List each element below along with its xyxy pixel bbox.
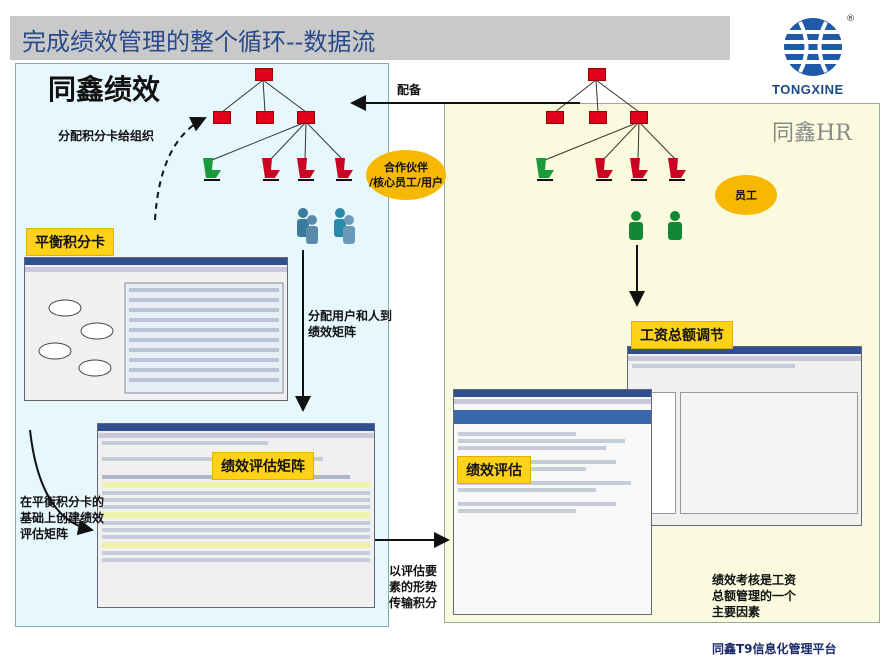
bsc-label: 平衡积分卡 xyxy=(26,228,114,256)
registered-mark: ® xyxy=(846,14,855,24)
org-node xyxy=(589,111,607,124)
chair-icon xyxy=(203,158,221,181)
partner-bubble: 合作伙伴 /核心员工/用户 xyxy=(366,150,446,200)
evaluation-label: 绩效评估 xyxy=(457,456,531,484)
title-bar xyxy=(10,16,730,60)
assign-users-note: 分配用户和人到 绩效矩阵 xyxy=(308,309,393,339)
bsc-screenshot-image xyxy=(24,257,288,401)
logo-text: TONGXINE xyxy=(772,82,844,97)
tongxine-logo-icon xyxy=(782,16,844,78)
org-node xyxy=(546,111,564,124)
org-node xyxy=(213,111,231,124)
salary-screenshot-image xyxy=(627,346,862,526)
org-node xyxy=(297,111,315,124)
evaluation-screenshot-image xyxy=(453,389,652,615)
factor-note: 绩效考核是工资 总额管理的一个 主要因素 xyxy=(712,573,797,619)
org-node xyxy=(256,111,274,124)
org-node-root xyxy=(588,68,606,81)
footer-text: 同鑫T9信息化管理平台 xyxy=(712,642,837,656)
transfer-label: 配备 xyxy=(397,83,422,97)
assign-scorecard-note: 分配积分卡给组织 xyxy=(58,129,155,143)
salary-label: 工资总额调节 xyxy=(631,321,733,349)
right-panel-title: 同鑫HR xyxy=(772,121,852,146)
employee-bubble: 员工 xyxy=(715,175,777,215)
org-node xyxy=(630,111,648,124)
matrix-screenshot-image xyxy=(97,423,375,608)
left-panel-title: 同鑫绩效 xyxy=(48,73,161,106)
transmit-note: 以评估要 素的形势 传输积分 xyxy=(389,564,438,610)
org-node-root xyxy=(255,68,273,81)
page-title: 完成绩效管理的整个循环--数据流 xyxy=(22,28,376,56)
people-icon xyxy=(297,208,355,244)
create-matrix-note: 在平衡积分卡的 基础上创建绩效 评估矩阵 xyxy=(20,495,105,541)
matrix-label: 绩效评估矩阵 xyxy=(212,452,314,480)
